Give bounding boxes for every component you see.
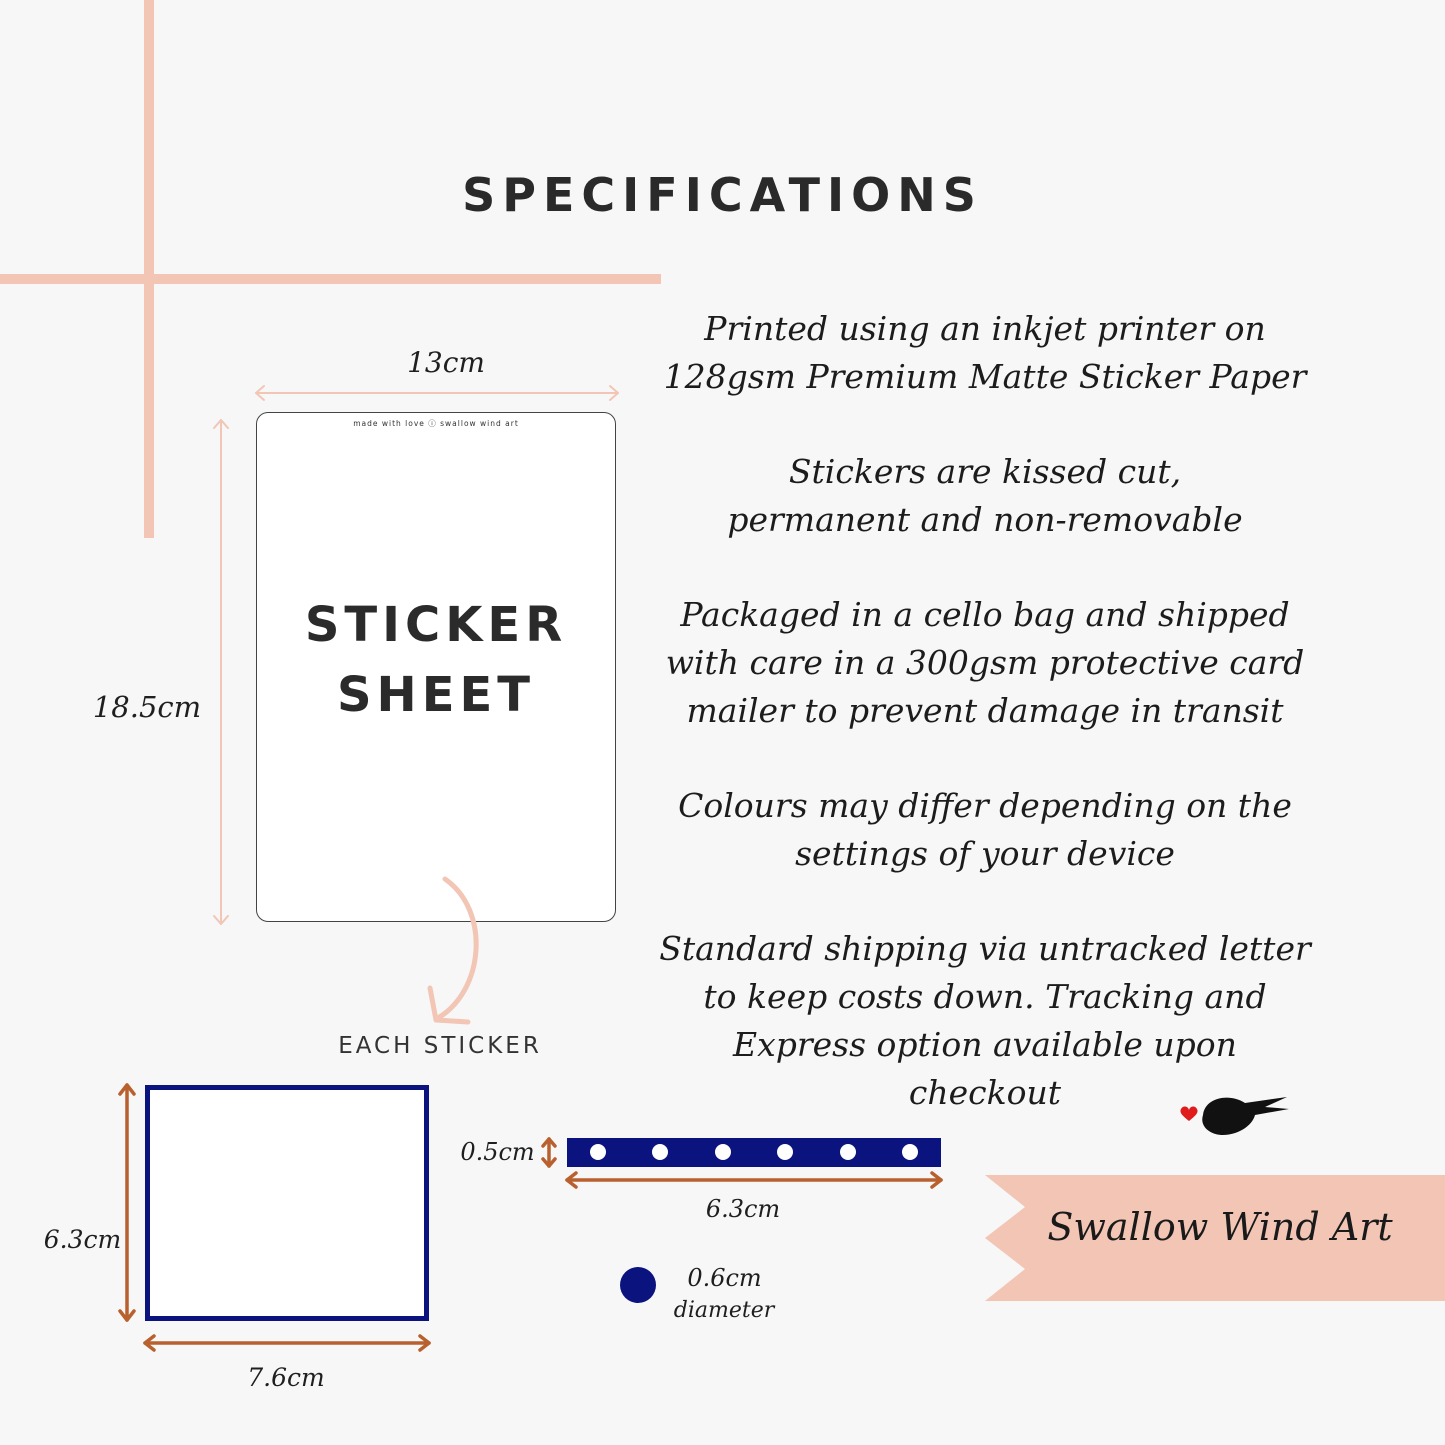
- curved-arrow-icon: [427, 876, 479, 1025]
- spec-colours: Colours may differ depending on the sett…: [678, 786, 1292, 873]
- brand-ribbon: [985, 1175, 1445, 1301]
- heart-icon: [1180, 1106, 1198, 1121]
- swallow-bird-icon: [1180, 1097, 1289, 1136]
- strip-dot: [590, 1144, 606, 1160]
- rectangle-sticker: [145, 1085, 429, 1321]
- strip-dot: [715, 1144, 731, 1160]
- strip-dot: [902, 1144, 918, 1160]
- sheet-height-label: 18.5cm: [92, 690, 202, 724]
- spec-packaging: Packaged in a cello bag and shipped with…: [665, 595, 1305, 730]
- dot-size-label: 0.6cm: [687, 1264, 762, 1292]
- spec-shipping: Standard shipping via untracked letter t…: [659, 929, 1311, 1112]
- decor-horizontal-line: [0, 274, 661, 284]
- page-title: SPECIFICATIONS: [462, 168, 983, 222]
- strip-dot: [840, 1144, 856, 1160]
- decor-vertical-line: [144, 0, 154, 538]
- dot-diameter-label: diameter: [673, 1298, 775, 1323]
- rect-width-label: 7.6cm: [247, 1363, 325, 1392]
- spec-cut: Stickers are kissed cut, permanent and n…: [727, 452, 1243, 539]
- sheet-credit: made with love ⓘ swallow wind art: [353, 419, 519, 428]
- dot-sticker: [620, 1267, 656, 1303]
- each-sticker-label: EACH STICKER: [338, 1033, 542, 1059]
- dot-strip-sticker: [567, 1138, 941, 1167]
- strip-dot: [652, 1144, 668, 1160]
- strip-height-label: 0.5cm: [460, 1138, 535, 1166]
- sheet-label: STICKER SHEET: [304, 597, 568, 723]
- sticker-sheet: [256, 412, 616, 922]
- sheet-width-label: 13cm: [407, 346, 485, 379]
- specs-list: Printed using an inkjet printer on 128gs…: [655, 305, 1315, 1164]
- rect-height-label: 6.3cm: [43, 1225, 122, 1254]
- spec-printing: Printed using an inkjet printer on 128gs…: [663, 309, 1307, 396]
- brand-name: Swallow Wind Art: [1047, 1205, 1393, 1249]
- strip-width-label: 6.3cm: [705, 1195, 781, 1223]
- strip-dot: [777, 1144, 793, 1160]
